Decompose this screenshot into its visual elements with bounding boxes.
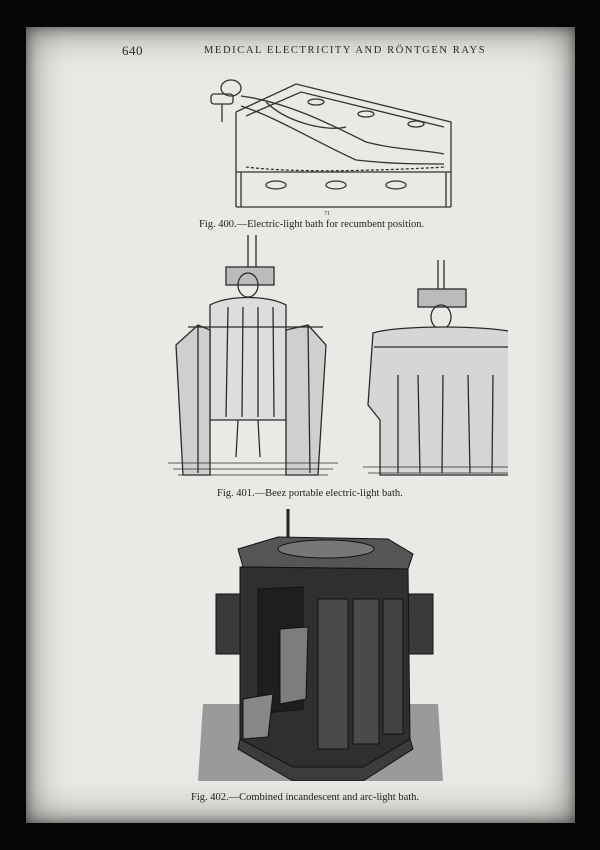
- figure-402-caption: Fig. 402.—Combined incandescent and arc-…: [191, 792, 420, 803]
- figure-401: [148, 235, 508, 480]
- inline-figure-label: 71: [324, 211, 330, 217]
- figure-402: [198, 509, 443, 781]
- page-number: 640: [122, 43, 143, 58]
- book-page: 640 MEDICAL ELECTRICITY AND RÖNTGEN RAYS: [26, 27, 575, 823]
- figure-400-caption: Fig. 400.—Electric-light bath for recumb…: [199, 219, 425, 230]
- recumbent-light-bath-illustration: 71: [210, 79, 452, 217]
- running-head: MEDICAL ELECTRICITY AND RÖNTGEN RAYS: [204, 45, 487, 56]
- figure-401-caption: Fig. 401.—Beez portable electric-light b…: [217, 488, 403, 499]
- figure-400: 71: [206, 72, 456, 217]
- portable-light-bath-illustration: [168, 235, 508, 476]
- cabinet-light-bath-illustration: [198, 509, 443, 781]
